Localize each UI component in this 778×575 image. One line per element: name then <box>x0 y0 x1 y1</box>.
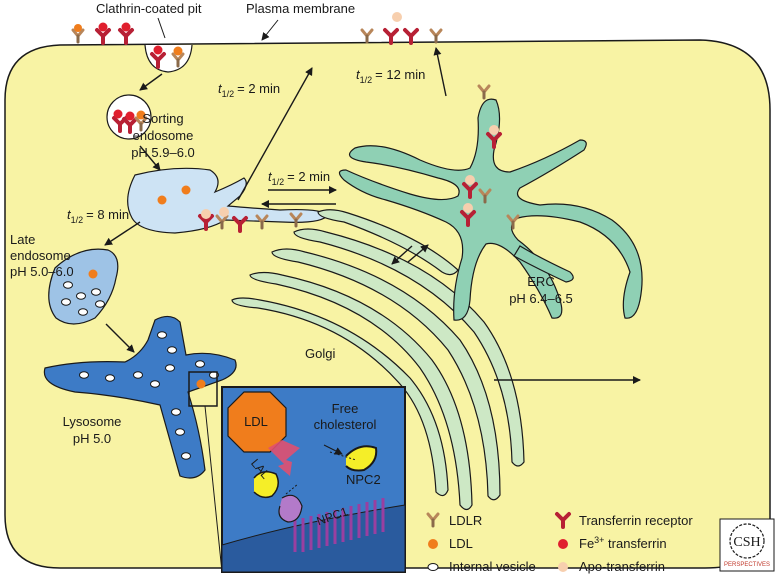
inset-npc2-label: NPC2 <box>346 472 381 487</box>
golgi-name: Golgi <box>305 346 335 361</box>
legend-ldlr-label: LDLR <box>449 513 482 528</box>
golgi <box>231 209 525 511</box>
halflife-to-late: t1/2= 8 min <box>67 207 129 225</box>
legend-vesicle-label: Internal vesicle <box>449 559 536 574</box>
sorting-endosome-name-1: Sorting <box>142 111 183 126</box>
clathrin-pit-pointer <box>157 17 166 39</box>
late-endosome-ph: pH 5.0–6.0 <box>10 264 74 279</box>
sorting-endosome-name-2: endosome <box>133 128 194 143</box>
arrow-sorting-to-late <box>104 221 141 246</box>
arrow-golgi-to-erc <box>407 244 429 263</box>
arrow-erc-to-golgi <box>391 245 413 265</box>
plasma-membrane-label: Plasma membrane <box>246 1 355 16</box>
inset-ldl-label: LDL <box>244 414 268 429</box>
legend-fe-label: Fe3+ transferrin <box>579 535 667 551</box>
legend-tfr-label: Transferrin receptor <box>579 513 693 528</box>
legend: LDLR LDL Internal vesicle Transferrin re… <box>426 512 693 574</box>
erc <box>338 98 643 321</box>
arrow-erc-to-surface <box>433 47 447 97</box>
late-endosome <box>48 248 119 325</box>
clathrin-coated-pit <box>144 44 193 73</box>
halflife-erc-recycling: t1/2= 12 min <box>356 67 425 85</box>
erc-ph: pH 6.4–6.5 <box>509 291 573 306</box>
surface-receptors-left <box>71 22 134 45</box>
sorting-endosome <box>127 167 329 234</box>
legend-fe-icon <box>558 539 568 549</box>
legend-ldl-label: LDL <box>449 536 473 551</box>
late-endosome-name-1: Late <box>10 232 35 247</box>
arrow-pit-to-vesicle <box>139 73 163 91</box>
sorting-endosome-ph: pH 5.9–6.0 <box>131 145 195 160</box>
halflife-to-erc: t1/2= 2 min <box>268 169 330 187</box>
legend-apo-icon <box>558 562 568 572</box>
lysosome-name: Lysosome <box>63 414 122 429</box>
lysosome <box>43 315 237 479</box>
logo-csh: CSH <box>733 535 760 550</box>
arrow-sorting-to-surface <box>237 67 313 201</box>
plasma-membrane-pointer <box>261 19 279 41</box>
logo-perspectives: PERSPECTIVES <box>724 562 770 568</box>
legend-vesicle-icon <box>427 563 439 571</box>
surface-receptors-right <box>360 12 443 45</box>
late-endosome-name-2: endosome <box>10 248 71 263</box>
inset-free-cholesterol-1: Free <box>332 401 359 416</box>
legend-ldl-icon <box>428 539 438 549</box>
erc-name: ERC <box>527 274 554 289</box>
halflife-fast-recycling: t1/2= 2 min <box>218 81 280 99</box>
arrow-vesicle-to-sorting <box>139 145 161 171</box>
clathrin-pit-label: Clathrin-coated pit <box>96 1 202 16</box>
legend-apo-label: Apo-transferrin <box>579 559 665 574</box>
endocytic-vesicle <box>106 94 152 140</box>
inset-free-cholesterol-2: cholesterol <box>314 417 377 432</box>
lysosome-ph: pH 5.0 <box>73 431 111 446</box>
arrow-late-to-lysosome <box>105 323 135 353</box>
lysosome-inset <box>204 386 406 573</box>
csh-perspectives-logo: CSH PERSPECTIVES <box>719 518 775 572</box>
